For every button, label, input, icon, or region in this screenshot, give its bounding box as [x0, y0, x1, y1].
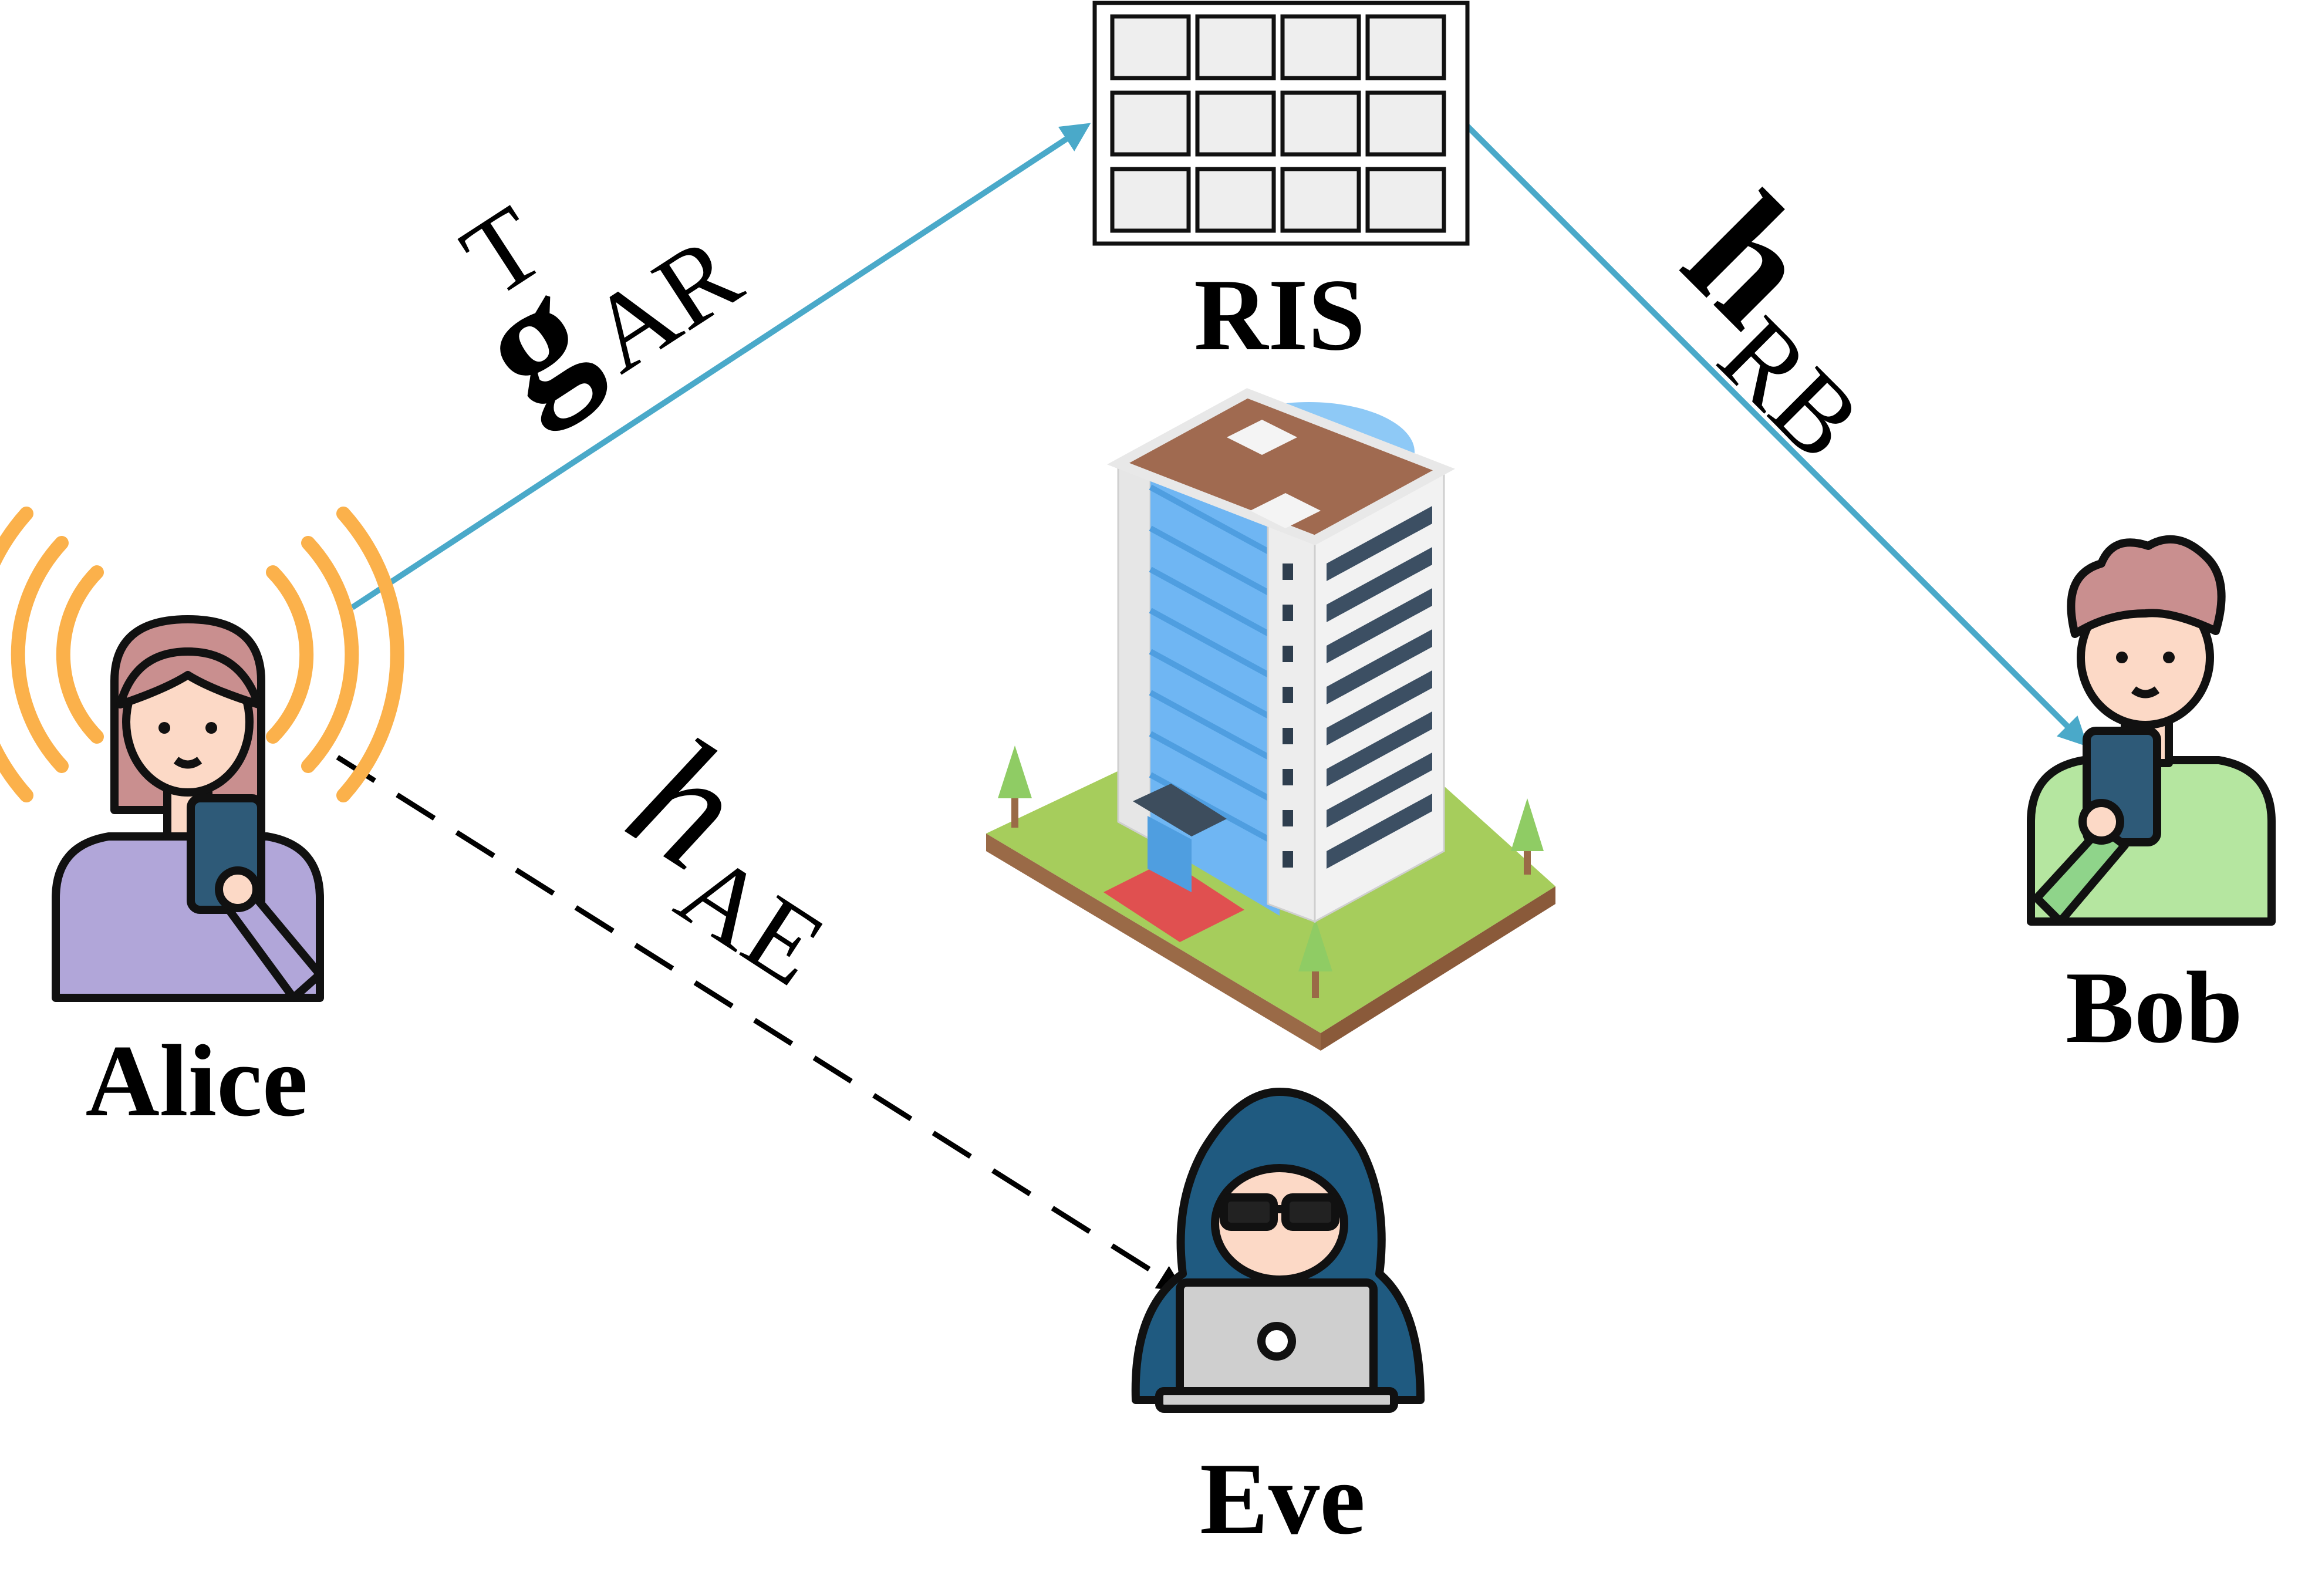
- ris-panel-icon: [1092, 1, 1470, 246]
- label-h-rb: h RB: [1649, 160, 1884, 482]
- alice-label: Alice: [86, 1024, 308, 1138]
- link-alice-eve: [336, 755, 1185, 1291]
- tree-left: [998, 745, 1032, 828]
- eve-hacker-icon: [1131, 1088, 1425, 1413]
- bob-person-icon: [2027, 535, 2276, 926]
- label-h-ae: h AE: [599, 701, 845, 1009]
- bob-label: Bob: [2066, 950, 2243, 1064]
- tree-front: [1298, 919, 1332, 998]
- link-ris-bob: [1465, 124, 2088, 747]
- building-icon: [986, 388, 1555, 1051]
- link-alice-ris: [350, 123, 1091, 610]
- ris-label: RIS: [1194, 258, 1365, 372]
- alice-person-icon: [52, 615, 324, 1002]
- tree-right: [1511, 798, 1544, 875]
- signal-waves-icon: [0, 507, 404, 802]
- eve-label: Eve: [1200, 1442, 1365, 1555]
- label-g-ar: g T AR: [442, 183, 760, 444]
